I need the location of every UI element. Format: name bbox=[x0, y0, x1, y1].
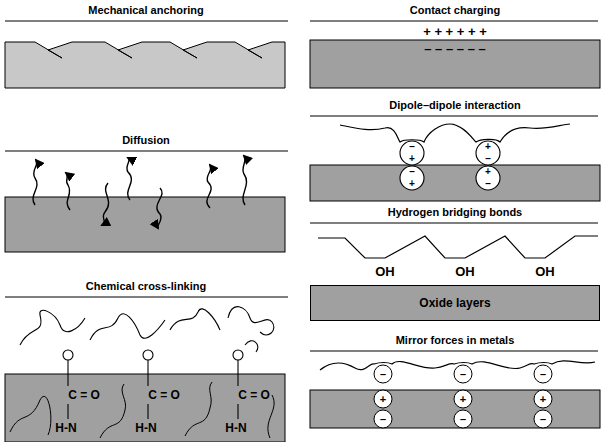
charge-sign: – bbox=[485, 179, 491, 189]
anchoring-substrate bbox=[5, 42, 285, 88]
panel-title: Dipole–dipole interaction bbox=[389, 100, 520, 111]
panel-title: Mirror forces in metals bbox=[396, 335, 515, 346]
bond-label: H-N bbox=[55, 422, 76, 434]
hydrogen-chain bbox=[318, 236, 598, 258]
diffusion-arrow bbox=[33, 156, 247, 228]
hydroxyl-label: OH bbox=[375, 265, 395, 278]
substrate-chain bbox=[10, 382, 274, 438]
panel-title: Hydrogen bridging bonds bbox=[388, 207, 522, 218]
polymer-chain bbox=[20, 307, 274, 352]
crosslink-substrate bbox=[5, 374, 285, 442]
hydroxyl-label: OH bbox=[455, 265, 475, 278]
bond-label: C = O bbox=[238, 389, 270, 401]
panel-title: Contact charging bbox=[410, 5, 500, 16]
charge-sign: + bbox=[485, 142, 491, 152]
charge-sign: – bbox=[409, 142, 415, 152]
charge-row: + + + + + + bbox=[423, 25, 487, 38]
charge-sign: – bbox=[460, 414, 466, 425]
metal-substrate bbox=[310, 390, 600, 428]
charge-sign: – bbox=[540, 369, 546, 380]
charge-sign: – bbox=[540, 414, 546, 425]
charging-substrate bbox=[310, 40, 600, 88]
charge-sign: – bbox=[380, 414, 386, 425]
charge-sign: + bbox=[409, 154, 415, 164]
crosslink-bond bbox=[63, 350, 243, 419]
diffusion-substrate bbox=[5, 197, 285, 252]
dipole-adherend bbox=[340, 124, 570, 142]
panel-title: Mechanical anchoring bbox=[88, 5, 204, 16]
panel-title: Chemical cross-linking bbox=[86, 281, 206, 292]
charge-sign: – bbox=[460, 369, 466, 380]
bond-label: C = O bbox=[68, 389, 100, 401]
panel-title: Diffusion bbox=[122, 135, 170, 146]
charge-sign: + bbox=[485, 167, 491, 177]
bond-label: H-N bbox=[135, 422, 156, 434]
charge-sign: – bbox=[485, 154, 491, 164]
charge-sign: – bbox=[409, 167, 415, 177]
charge-row: – – – – – – bbox=[424, 42, 485, 55]
dipole-substrate bbox=[310, 165, 600, 201]
bond-label: H-N bbox=[225, 422, 246, 434]
hydroxyl-label: OH bbox=[535, 265, 555, 278]
oxide-layer-box: Oxide layers bbox=[310, 285, 600, 321]
charge-sign: + bbox=[460, 394, 466, 405]
charge-sign: – bbox=[380, 369, 386, 380]
bond-label: C = O bbox=[148, 389, 180, 401]
charge-sign: + bbox=[380, 394, 386, 405]
dipole-circle bbox=[400, 141, 500, 190]
charge-sign: + bbox=[540, 394, 546, 405]
charge-circle bbox=[374, 365, 552, 428]
node-text: Oxide layers bbox=[419, 296, 490, 310]
charge-sign: + bbox=[409, 179, 415, 189]
